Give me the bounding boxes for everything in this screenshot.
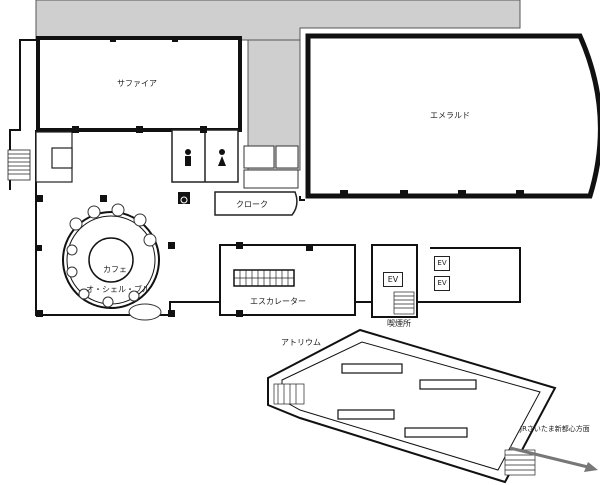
elevator-label-c: EV — [434, 276, 450, 291]
emerald-hall — [305, 33, 600, 199]
left-service-rooms — [35, 131, 73, 183]
arrow-right-icon — [509, 446, 598, 472]
man-icon — [185, 149, 191, 166]
room-label-cloak: クローク — [236, 200, 268, 209]
woman-icon — [218, 149, 226, 166]
walkway-stairs — [273, 383, 536, 476]
room-label-emerald: エメラルド — [430, 111, 470, 120]
room-label-atrium: アトリウム — [281, 338, 321, 347]
room-label-sapphire: サファイア — [117, 79, 157, 88]
direction-label-jr: JRさいたま新都心方面 — [520, 425, 590, 433]
escalator-area — [219, 244, 356, 316]
wheelchair-icon — [178, 192, 190, 204]
stair-left — [7, 149, 31, 181]
restroom-block — [171, 129, 239, 183]
pillars — [36, 36, 524, 317]
room-label-escalator: エスカレーター — [250, 297, 306, 306]
walkway-benches — [337, 363, 477, 438]
lobby-side-rooms — [243, 145, 299, 189]
elevator-label-a: EV — [383, 272, 403, 287]
cafe-area — [62, 203, 162, 321]
room-label-smoking: 喫煙所 — [387, 319, 411, 328]
room-label-cafe-name: オ・シェル・ブル — [86, 285, 150, 294]
stair-center — [393, 291, 415, 315]
cloak-counter — [214, 191, 298, 216]
room-label-cafe: カフェ — [103, 265, 127, 274]
elevator-label-b: EV — [434, 256, 450, 271]
